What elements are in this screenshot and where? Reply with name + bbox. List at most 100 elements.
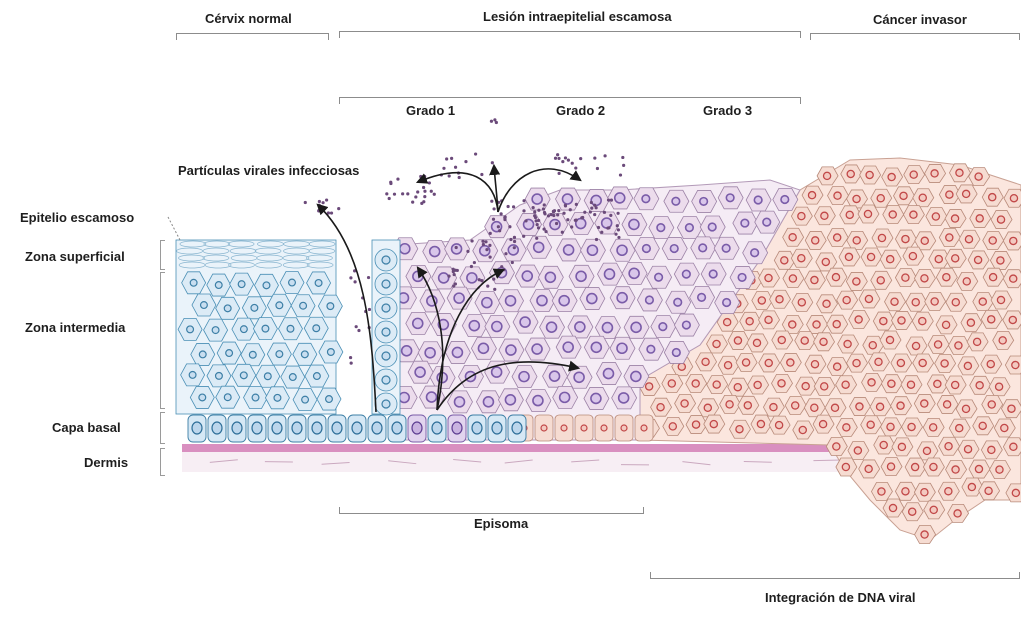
viral-particle <box>606 226 609 229</box>
viral-particle <box>490 200 493 203</box>
viral-particle <box>500 265 503 268</box>
lesion-nucleus <box>574 372 584 382</box>
lesion-nucleus <box>560 392 570 402</box>
intermediate-nucleus <box>313 373 320 380</box>
lesion-nucleus <box>564 245 574 255</box>
viral-particle <box>550 213 553 216</box>
cancer-nucleus <box>724 319 731 326</box>
cancer-nucleus <box>811 276 818 283</box>
viral-particle <box>423 190 426 193</box>
cancer-nucleus <box>792 402 799 409</box>
cancer-nucleus <box>844 340 851 347</box>
basal-nucleus <box>512 422 522 434</box>
basal-nucleus <box>392 422 402 434</box>
cancer-nucleus <box>821 212 828 219</box>
viral-particle <box>503 216 506 219</box>
viral-particle <box>492 218 495 221</box>
lesion-nucleus <box>545 272 555 282</box>
viral-particle <box>406 192 409 195</box>
cancer-nucleus <box>823 172 830 179</box>
bracket-episoma <box>339 513 644 514</box>
cancer-nucleus <box>942 321 949 328</box>
lesion-nucleus <box>683 270 691 278</box>
viral-particle <box>596 167 599 170</box>
intermediate-nucleus <box>212 327 219 334</box>
intermediate-nucleus <box>240 326 247 333</box>
viral-particle <box>593 213 596 216</box>
viral-particle <box>509 238 512 241</box>
intermediate-nucleus <box>199 394 206 401</box>
intermediate-nucleus <box>300 302 307 309</box>
strip-nucleus <box>382 352 390 360</box>
cancer-nucleus <box>1009 316 1016 323</box>
viral-particle <box>524 219 527 222</box>
intermediate-nucleus <box>252 394 259 401</box>
cancer-nucleus <box>819 421 826 428</box>
viral-particle <box>511 261 514 264</box>
viral-particle <box>537 209 540 212</box>
viral-particle <box>570 225 573 228</box>
viral-particle <box>622 164 625 167</box>
cancer-nucleus <box>945 488 952 495</box>
viral-particle <box>464 160 467 163</box>
lesion-nucleus <box>763 218 771 226</box>
cancer-nucleus <box>985 487 992 494</box>
viral-particle <box>489 256 492 259</box>
viral-particle <box>482 243 485 246</box>
intermediate-nucleus <box>189 371 196 378</box>
lesion-nucleus <box>657 224 665 232</box>
lesion-nucleus <box>617 245 627 255</box>
infection-arrow <box>494 166 498 212</box>
lesion-nucleus <box>492 367 502 377</box>
bracket-cancer <box>810 33 1020 34</box>
cancer-nucleus <box>987 360 994 367</box>
lesion-nucleus <box>591 342 601 352</box>
cancer-nucleus <box>724 362 731 369</box>
viral-particle <box>393 193 396 196</box>
viral-particle <box>492 278 495 281</box>
lesion-nucleus <box>683 321 691 329</box>
lesion-nucleus <box>399 393 409 403</box>
cancer-nucleus <box>868 379 875 386</box>
cancer-nucleus <box>1001 424 1008 431</box>
intermediate-nucleus <box>276 302 283 309</box>
lesion-nucleus <box>673 349 681 357</box>
cancer-nucleus <box>952 255 959 262</box>
intermediate-nucleus <box>262 325 269 332</box>
basal-nucleus <box>492 422 502 434</box>
viral-particle <box>589 210 592 213</box>
normal-epithelium-cells <box>176 240 400 415</box>
viral-particle <box>617 228 620 231</box>
viral-particle <box>561 231 564 234</box>
lesion-nucleus <box>482 298 492 308</box>
cancer-nucleus <box>1010 443 1017 450</box>
viral-particle <box>558 172 561 175</box>
cancer-nucleus <box>831 404 838 411</box>
cancer-nucleus <box>1010 275 1017 282</box>
cancer-nucleus <box>1010 237 1017 244</box>
lesion-nucleus <box>602 218 612 228</box>
cancer-nucleus <box>811 361 818 368</box>
viral-particle <box>490 120 493 123</box>
bracket-grades <box>339 97 801 98</box>
lesion-nucleus <box>483 397 493 407</box>
cancer-nucleus <box>866 171 873 178</box>
viral-particle <box>325 198 328 201</box>
cancer-nucleus <box>967 319 974 326</box>
lesion-nucleus <box>478 343 488 353</box>
viral-particle <box>603 211 606 214</box>
basal-nucleus <box>292 422 302 434</box>
viral-particle <box>416 190 419 193</box>
lesion-nucleus <box>563 342 573 352</box>
cancer-nucleus <box>834 192 841 199</box>
cancer-nucleus <box>996 383 1003 390</box>
cancer-nucleus <box>787 359 794 366</box>
cancer-nucleus <box>692 380 699 387</box>
intermediate-nucleus <box>327 349 334 356</box>
cancer-nucleus <box>865 295 872 302</box>
viral-particle <box>543 211 546 214</box>
cancer-nucleus <box>909 508 916 515</box>
viral-particle <box>617 236 620 239</box>
cancer-nucleus <box>944 401 951 408</box>
infection-arrow <box>418 173 498 212</box>
